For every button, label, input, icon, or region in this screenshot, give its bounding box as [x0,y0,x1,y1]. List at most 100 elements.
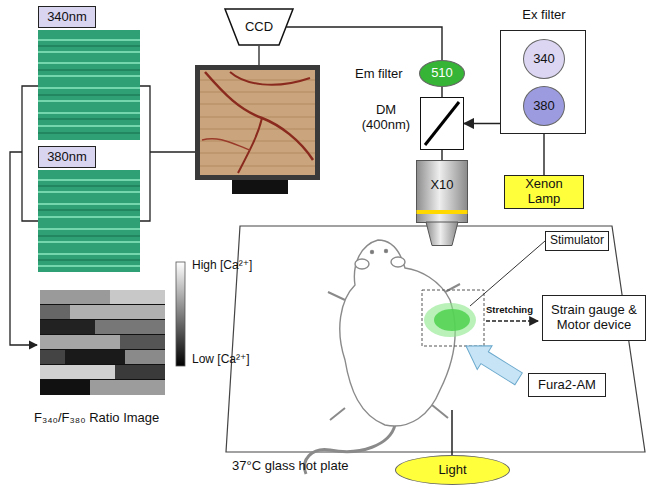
stimulated-muscle [434,309,470,331]
node-text: 340 [533,52,555,67]
node-text: 510 [431,66,453,81]
fluorescence-image-340 [38,46,140,133]
leader-line [470,241,545,306]
connector [464,123,500,124]
calcium-scale-bar [176,262,185,366]
fura2-box: Fura2-AM [528,373,606,397]
node-text: Light [438,463,466,478]
objective-band [417,210,468,214]
ratio-image [40,290,165,395]
text-label: 37°C glass hot plate [232,458,349,473]
monitor [202,139,250,150]
dichroic-mirror: DM (400nm) [420,97,464,150]
fluorescence-image-380 [38,186,140,260]
filter-340: 340 [523,39,565,79]
monitor [200,80,315,166]
ccd-outline [225,9,293,45]
light-source: Light [395,455,510,485]
ratio-image [95,320,165,334]
text-label: High [Ca²⁺] [192,258,252,272]
monitor [232,180,288,194]
wavelength-tag: 380nm [38,146,96,168]
ratio-image [40,290,165,395]
objective-body [417,161,468,223]
fluorescence-image-340 [38,30,140,140]
emission-filter: 510 [419,60,465,87]
stimulated-muscle [422,290,484,346]
node-text: Fura2-AM [538,378,596,393]
ratio-image [115,365,165,379]
objective-lens-shape [416,160,468,246]
rat-drawing [371,251,374,254]
connector [286,27,442,60]
ratio-image [40,320,95,334]
bracket-line [150,151,195,152]
ratio-image [120,335,165,349]
fluorescence-image-380 [38,170,140,272]
node-heading: DM (400nm) [358,103,414,133]
glass-hot-plate [226,226,645,452]
node-text: 340nm [47,10,87,25]
ratio-image [110,290,165,304]
fura-arrow [459,334,526,391]
stretching-arrow [486,321,538,322]
ratio-image [40,380,90,395]
monitor [230,72,310,85]
rat-drawing [304,240,460,474]
fluorescence-image-380 [38,170,140,272]
glass-hot-plate [226,226,645,452]
node-text: 380nm [47,150,87,165]
mirror-plate [425,102,459,145]
fluorescence-image-380 [38,180,140,266]
connector [543,134,544,175]
stretching-arrow [486,320,538,321]
bracket-line [140,86,150,221]
light-beam [452,410,453,455]
camera-cable [258,46,259,65]
mirror-frame [421,98,464,150]
bracket-line [10,86,195,345]
objective-tip [426,222,458,246]
connector [441,150,442,160]
fluorescence-image-340 [38,40,140,126]
node-text: Xenon Lamp [508,177,580,207]
node-heading: Ex filter [501,8,587,23]
filter-380: 380 [523,86,565,126]
fluorescence-image-340 [38,30,140,140]
leader-line [470,241,545,306]
text-label: Low [Ca²⁺] [192,352,250,366]
ratio-image [40,350,65,364]
stimulated-muscle [424,303,476,337]
node-text: X10 [430,178,453,193]
bracket-line [22,86,38,221]
fura-arrow [459,334,526,391]
monitor [200,70,315,175]
ratio-image [40,305,70,319]
ratio-image [40,365,115,379]
text-label: F₃₄₀/F₃₈₀ Ratio Image [34,410,159,425]
text-label: Stretching [486,304,533,315]
node-text: Strain gauge & Motor device [546,303,642,333]
ratio-image [65,350,125,364]
monitor [195,65,320,180]
bracket-line [10,152,37,345]
ccd-camera: CCD [224,8,294,46]
dichroic-mirror-shape [420,97,464,150]
monitor [205,72,313,160]
text-label: Em filter [355,66,403,81]
ratio-image [70,305,165,319]
ratio-image [40,290,110,304]
node-text: CCD [245,20,273,35]
connector [441,87,442,97]
rat-drawing [391,257,405,267]
stimulated-muscle [422,290,484,346]
monitor [238,118,262,173]
light-beam [451,410,453,455]
camera-cable [259,46,260,65]
wavelength-tag: 340nm [38,6,96,28]
calcium-scale-bar [176,262,185,366]
ratio-image [90,380,165,395]
node-text: 380 [533,99,555,114]
ratio-image [40,335,120,349]
